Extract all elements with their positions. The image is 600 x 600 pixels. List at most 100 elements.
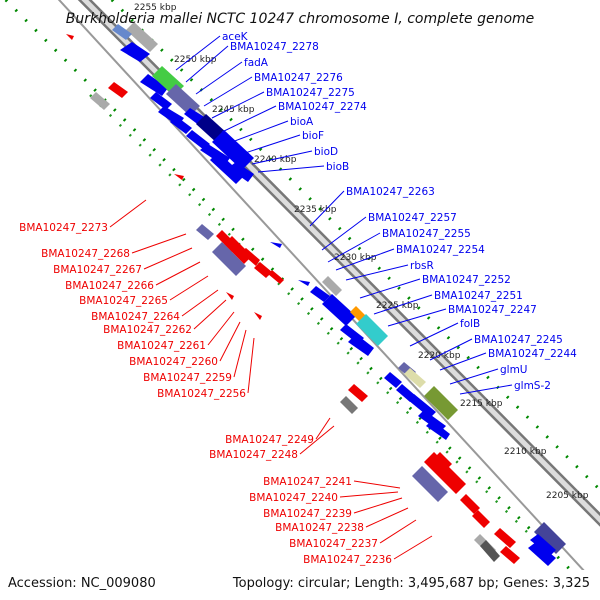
- forward-gene-label[interactable]: BMA10247_2251: [434, 290, 523, 302]
- reverse-gene-label[interactable]: BMA10247_2256: [157, 388, 246, 400]
- forward-gene-label[interactable]: bioD: [314, 146, 338, 158]
- cog-box[interactable]: [212, 242, 246, 276]
- cog-box[interactable]: [90, 92, 110, 110]
- gene-forward[interactable]: [270, 242, 282, 248]
- forward-gene-label[interactable]: glmU: [500, 364, 528, 376]
- reverse-gene-label[interactable]: BMA10247_2264: [91, 311, 180, 323]
- reverse-gene-label[interactable]: BMA10247_2268: [41, 248, 130, 260]
- reverse-gene-label[interactable]: BMA10247_2259: [143, 372, 232, 384]
- reverse-gene-label[interactable]: BMA10247_2260: [129, 356, 218, 368]
- reverse-gene-label[interactable]: BMA10247_2240: [249, 492, 338, 504]
- reverse-gene-label[interactable]: BMA10247_2261: [117, 340, 206, 352]
- gene-reverse[interactable]: [254, 262, 272, 278]
- forward-gene-label[interactable]: BMA10247_2254: [396, 244, 485, 256]
- forward-gene-label[interactable]: BMA10247_2263: [346, 186, 435, 198]
- kbp-tick: 2255 kbp: [134, 3, 177, 13]
- cog-box[interactable]: [322, 276, 342, 296]
- forward-gene-label[interactable]: bioA: [290, 116, 314, 128]
- gene-forward[interactable]: [530, 534, 556, 556]
- forward-gene-label[interactable]: glmS-2: [514, 380, 551, 392]
- label-leader-line: [379, 519, 417, 544]
- gene-forward[interactable]: [322, 294, 356, 326]
- forward-gene-label[interactable]: BMA10247_2245: [474, 334, 563, 346]
- gene-forward[interactable]: [298, 280, 310, 286]
- gene-forward[interactable]: [426, 420, 450, 440]
- gene-reverse[interactable]: [268, 270, 284, 284]
- gene-reverse[interactable]: [108, 82, 128, 98]
- gene-forward[interactable]: [384, 372, 402, 388]
- forward-gene-label[interactable]: folB: [460, 318, 480, 330]
- forward-gene-label[interactable]: BMA10247_2255: [382, 228, 471, 240]
- reverse-gene-label[interactable]: BMA10247_2267: [53, 264, 142, 276]
- cog-box[interactable]: [126, 22, 158, 52]
- gene-reverse[interactable]: [434, 452, 452, 470]
- gene-reverse[interactable]: [494, 528, 516, 548]
- reverse-gene-label[interactable]: BMA10247_2236: [303, 554, 392, 566]
- gene-reverse[interactable]: [224, 236, 252, 264]
- gene-forward[interactable]: [210, 152, 244, 184]
- reverse-gene-label[interactable]: BMA10247_2238: [275, 522, 364, 534]
- reverse-gene-label[interactable]: BMA10247_2262: [103, 324, 192, 336]
- forward-gene-label[interactable]: fadA: [244, 57, 269, 69]
- label-leader-line: [429, 338, 473, 361]
- label-leader-line: [193, 299, 227, 330]
- label-leader-line: [175, 35, 221, 71]
- label-leader-line: [459, 384, 513, 395]
- forward-gene-label[interactable]: BMA10247_2244: [488, 348, 577, 360]
- cog-box[interactable]: [404, 368, 426, 388]
- gene-reverse[interactable]: [472, 510, 490, 528]
- forward-gene-label[interactable]: bioB: [326, 161, 349, 173]
- reverse-gene-label[interactable]: BMA10247_2241: [263, 476, 352, 488]
- gene-forward[interactable]: [228, 162, 254, 182]
- forward-gene-label[interactable]: rbsR: [410, 260, 434, 272]
- cog-box[interactable]: [356, 314, 388, 346]
- cog-box[interactable]: [534, 522, 566, 554]
- gene-forward[interactable]: [310, 286, 330, 302]
- gene-forward[interactable]: [212, 130, 254, 170]
- forward-gene-label[interactable]: BMA10247_2252: [422, 274, 511, 286]
- forward-gene-label[interactable]: BMA10247_2257: [368, 212, 457, 224]
- reverse-gene-label[interactable]: BMA10247_2239: [263, 508, 352, 520]
- cog-box[interactable]: [412, 466, 448, 502]
- gene-reverse[interactable]: [226, 292, 234, 300]
- label-leader-line: [211, 91, 265, 119]
- cog-box[interactable]: [424, 386, 458, 420]
- gene-forward[interactable]: [186, 130, 210, 150]
- forward-gene-label[interactable]: BMA10247_2275: [266, 87, 355, 99]
- reverse-gene-label[interactable]: BMA10247_2265: [79, 295, 168, 307]
- forward-gene-label[interactable]: BMA10247_2274: [278, 101, 367, 113]
- cog-box[interactable]: [480, 540, 500, 562]
- label-leader-line: [257, 165, 325, 173]
- gene-forward[interactable]: [348, 334, 374, 356]
- cog-box[interactable]: [196, 224, 214, 240]
- reverse-gene-label[interactable]: BMA10247_2249: [225, 434, 314, 446]
- gene-forward[interactable]: [140, 74, 168, 96]
- gene-reverse[interactable]: [460, 494, 480, 514]
- reverse-gene-label[interactable]: BMA10247_2273: [19, 222, 108, 234]
- gene-forward[interactable]: [170, 116, 192, 134]
- cog-box[interactable]: [340, 396, 358, 414]
- cog-box[interactable]: [166, 84, 200, 116]
- gene-reverse[interactable]: [424, 452, 466, 494]
- gene-forward[interactable]: [408, 394, 436, 418]
- gene-forward[interactable]: [528, 542, 556, 566]
- forward-gene-label[interactable]: bioF: [302, 130, 324, 142]
- forward-gene-label[interactable]: BMA10247_2278: [230, 41, 319, 53]
- gene-reverse[interactable]: [174, 174, 184, 180]
- kbp-tick: 2230 kbp: [334, 253, 377, 263]
- forward-gene-label[interactable]: aceK: [222, 31, 249, 43]
- gene-reverse[interactable]: [348, 384, 368, 402]
- gene-forward[interactable]: [120, 42, 150, 62]
- reverse-gene-label[interactable]: BMA10247_2248: [209, 449, 298, 461]
- reverse-gene-label[interactable]: BMA10247_2266: [65, 280, 154, 292]
- gene-forward[interactable]: [150, 92, 172, 110]
- gene-reverse[interactable]: [254, 312, 262, 320]
- gene-reverse[interactable]: [240, 248, 260, 266]
- gene-reverse[interactable]: [500, 546, 520, 564]
- cog-box[interactable]: [112, 24, 132, 40]
- forward-gene-label[interactable]: BMA10247_2247: [448, 304, 537, 316]
- reverse-gene-label[interactable]: BMA10247_2237: [289, 538, 378, 550]
- label-leader-line: [233, 329, 247, 378]
- gene-reverse[interactable]: [66, 34, 74, 40]
- forward-gene-label[interactable]: BMA10247_2276: [254, 72, 343, 84]
